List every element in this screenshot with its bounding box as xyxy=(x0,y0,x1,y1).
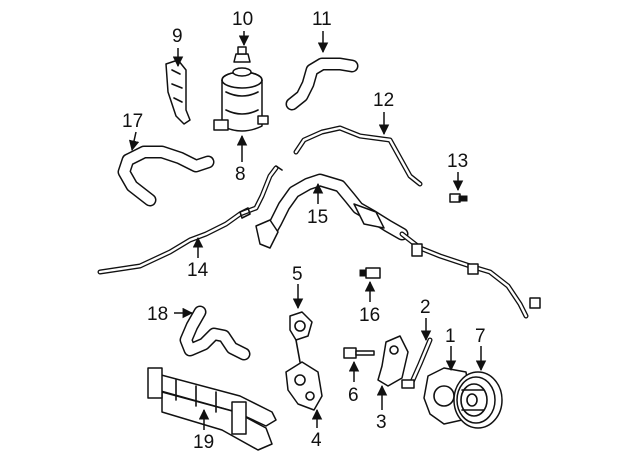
callout-7: 7 xyxy=(475,326,486,347)
callout-2: 2 xyxy=(420,297,431,318)
callout-17: 17 xyxy=(122,111,143,132)
part-2-adjust-bolt[interactable] xyxy=(401,337,433,389)
part-19-gear[interactable] xyxy=(147,367,277,451)
part-4-bracket[interactable] xyxy=(285,339,323,411)
leader-lines xyxy=(128,31,487,430)
part-8-reservoir[interactable] xyxy=(213,67,269,132)
part-10-reservoir-cap[interactable] xyxy=(233,46,251,63)
callout-19: 19 xyxy=(193,432,214,453)
part-17-hose[interactable] xyxy=(117,145,215,207)
callout-16: 16 xyxy=(359,305,380,326)
callout-6: 6 xyxy=(348,385,359,406)
callout-11: 11 xyxy=(312,9,332,30)
part-13-fitting[interactable] xyxy=(449,193,468,203)
part-6-bolt[interactable] xyxy=(343,347,375,359)
part-14-pipe[interactable] xyxy=(97,165,283,275)
part-16-fitting[interactable] xyxy=(359,267,381,279)
callout-3: 3 xyxy=(376,412,387,433)
part-12-pipe[interactable] xyxy=(293,125,423,187)
callout-8: 8 xyxy=(235,164,246,185)
part-9-bracket[interactable] xyxy=(165,59,191,125)
part-5-bracket[interactable] xyxy=(289,311,313,341)
callout-13: 13 xyxy=(447,151,468,172)
callout-1: 1 xyxy=(445,326,456,347)
part-11-hose[interactable] xyxy=(285,57,359,111)
callout-18: 18 xyxy=(147,304,168,325)
part-15-pressure-hose[interactable] xyxy=(255,173,541,319)
part-3-bracket[interactable] xyxy=(377,335,409,387)
callout-10: 10 xyxy=(232,9,253,30)
callout-9: 9 xyxy=(172,26,183,47)
callout-14: 14 xyxy=(187,260,209,281)
callout-12: 12 xyxy=(373,90,394,111)
callout-labels: 9 10 11 8 12 17 13 15 14 5 16 18 2 1 7 6… xyxy=(122,9,486,453)
callout-4: 4 xyxy=(311,430,322,451)
callout-5: 5 xyxy=(292,264,303,285)
part-18-hose[interactable] xyxy=(179,305,251,361)
callout-15: 15 xyxy=(307,207,328,228)
part-7-pulley[interactable] xyxy=(453,371,503,429)
